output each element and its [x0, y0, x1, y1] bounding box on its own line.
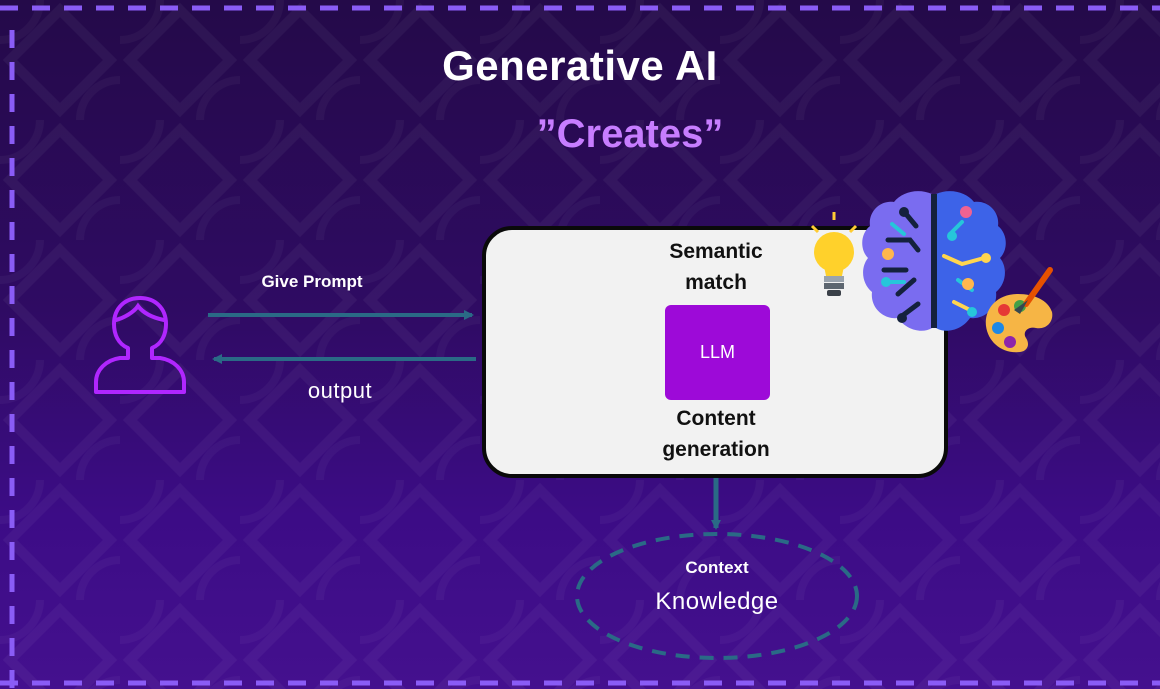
page-title: Generative AI — [442, 42, 718, 89]
give-prompt-label: Give Prompt — [261, 272, 363, 291]
page-subtitle: ”Creates” — [536, 112, 724, 156]
paint-palette-icon — [985, 267, 1053, 353]
user-icon — [94, 296, 186, 394]
llm-box: LLM — [665, 305, 770, 400]
brain-circuit-icon — [862, 191, 1006, 331]
llm-label: LLM — [699, 342, 735, 362]
semantic-match-label: Semantic match — [669, 240, 763, 294]
output-label: output — [307, 378, 373, 403]
context-ellipse — [575, 532, 859, 660]
context-subtitle: Knowledge — [655, 588, 779, 615]
content-generation-label: Content generation — [662, 407, 770, 461]
lightbulb-icon — [810, 212, 858, 296]
context-title: Context — [685, 558, 749, 577]
